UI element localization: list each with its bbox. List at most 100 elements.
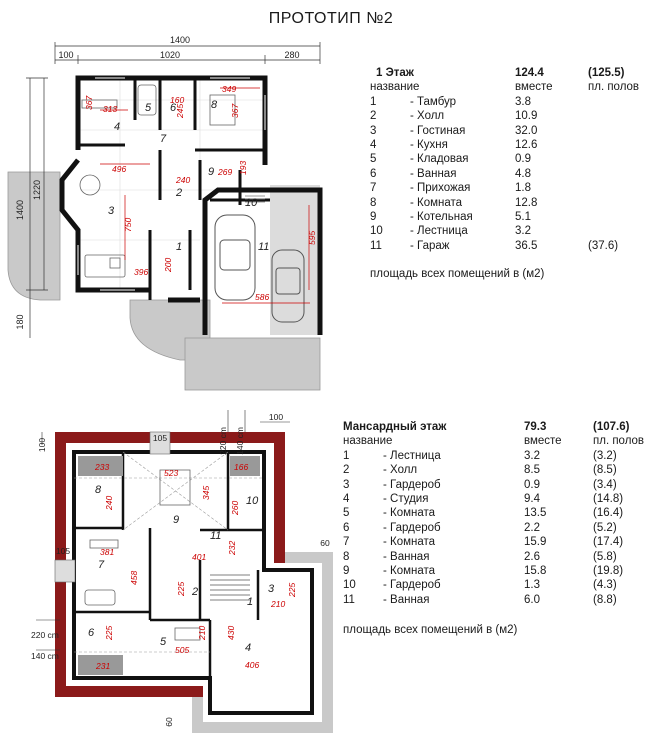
room-area: 9.4 xyxy=(524,492,540,505)
room-number: 4 xyxy=(370,138,377,151)
f2-dim-240: 240 xyxy=(104,496,114,511)
room-name: - Гостиная xyxy=(410,124,466,137)
floor1-note: площадь всех помещений в (м2) xyxy=(370,268,545,280)
bathtub xyxy=(137,84,157,116)
dim-left-c: 180 xyxy=(15,314,25,329)
room-name: - Тамбур xyxy=(410,95,457,108)
room-area: 3.2 xyxy=(524,449,540,462)
f2-dim-100-left: 100 xyxy=(37,438,47,452)
f2-dim-233: 233 xyxy=(94,462,109,472)
room-area: 3.2 xyxy=(515,225,531,238)
floor2-note: площадь всех помещений в (м2) xyxy=(343,624,518,636)
f1-room-8: 8 xyxy=(211,99,218,111)
room-number: 1 xyxy=(370,95,377,108)
room-floor-area: (37.6) xyxy=(588,239,619,252)
room-floor-area: (5.2) xyxy=(593,521,617,534)
room-floor-area: (8.8) xyxy=(593,593,617,606)
f1-room-7: 7 xyxy=(160,133,167,145)
f2-room-1: 1 xyxy=(247,596,253,608)
room-area: 1.8 xyxy=(515,182,531,195)
room-floor-area: (14.8) xyxy=(593,492,624,505)
floor2-subheader-row: название вместе пл. полов xyxy=(343,434,658,448)
f1-dim-367a: 367 xyxy=(84,96,94,110)
f1-dim-496: 496 xyxy=(112,164,126,174)
room-name: - Лестница xyxy=(410,225,468,238)
f1-dim-586: 586 xyxy=(255,292,269,302)
floor1-room-table: 1 Этаж 124.4 (125.5) название вместе пл.… xyxy=(370,66,660,253)
floor1-header-total-with: (125.5) xyxy=(588,67,625,79)
f1-dim-193: 193 xyxy=(238,161,248,175)
f2-dim-231: 231 xyxy=(95,661,110,671)
f2-dim-105-left: 105 xyxy=(56,546,70,556)
floor1-header-total: 124.4 xyxy=(515,67,544,79)
f2-room-10: 10 xyxy=(246,495,259,507)
f2-dim-458: 458 xyxy=(129,571,139,585)
f2-dim-225a: 225 xyxy=(176,582,186,597)
kitchen-counter xyxy=(81,99,118,109)
floor2-sub-name: название xyxy=(343,435,393,448)
dim-top-c: 280 xyxy=(284,50,299,60)
f1-dim-160: 160 xyxy=(170,95,184,105)
floor1-sub-name: название xyxy=(370,81,420,94)
floor2-header-total: 79.3 xyxy=(524,421,547,433)
room-name: - Гардероб xyxy=(383,579,441,592)
room-name: - Комната xyxy=(410,196,463,209)
room-area: 0.9 xyxy=(524,478,540,491)
room-floor-area: (16.4) xyxy=(593,507,624,520)
room-floor-area: (5.8) xyxy=(593,550,617,563)
f2-dim-105-top: 105 xyxy=(153,433,167,443)
f1-dim-200: 200 xyxy=(163,258,173,273)
room-name: - Комната xyxy=(383,564,436,577)
room-name: - Холл xyxy=(383,464,418,477)
room-name: - Кухня xyxy=(410,138,448,151)
room-number: 11 xyxy=(343,593,355,606)
room-name: - Студия xyxy=(383,492,429,505)
f1-room-1: 1 xyxy=(176,241,182,253)
room-number: 3 xyxy=(370,124,377,137)
f1-room-5: 5 xyxy=(145,102,152,114)
f1-dim-245: 245 xyxy=(175,104,185,119)
floor2-sub-with: вместе xyxy=(524,435,562,448)
f2-dim-523: 523 xyxy=(164,468,178,478)
room-area: 10.9 xyxy=(515,110,538,123)
floor2-header-total-with: (107.6) xyxy=(593,421,630,433)
f1-dim-750: 750 xyxy=(123,218,133,232)
dim-top-a: 100 xyxy=(58,50,73,60)
f2-dim-140-left: 140 cm xyxy=(31,651,59,661)
room-area: 2.6 xyxy=(524,550,540,563)
f2-room-3: 3 xyxy=(268,583,275,595)
room-name: - Гардероб xyxy=(383,478,441,491)
f2-dim-505: 505 xyxy=(175,645,189,655)
room-name: - Гараж xyxy=(410,239,450,252)
f2-dim-220-left: 220 cm xyxy=(31,630,59,640)
floor1-driveway xyxy=(184,337,321,391)
room-number: 4 xyxy=(343,492,350,505)
room-name: - Комната xyxy=(383,507,436,520)
dining-table xyxy=(79,174,101,196)
f1-dim-367b: 367 xyxy=(230,104,240,118)
f2-dim-140-top: 140 cm xyxy=(235,427,245,455)
room-area: 2.2 xyxy=(524,521,540,534)
room-area: 3.8 xyxy=(515,95,531,108)
dim-top-b: 1020 xyxy=(160,50,180,60)
room-name: - Холл xyxy=(410,110,445,123)
f1-dim-396: 396 xyxy=(134,267,148,277)
room-number: 3 xyxy=(343,478,350,491)
floor1-header-row: 1 Этаж 124.4 (125.5) xyxy=(370,66,660,80)
room-number: 10 xyxy=(343,579,356,592)
f1-room-11: 11 xyxy=(258,241,269,253)
room-number: 7 xyxy=(343,536,350,549)
